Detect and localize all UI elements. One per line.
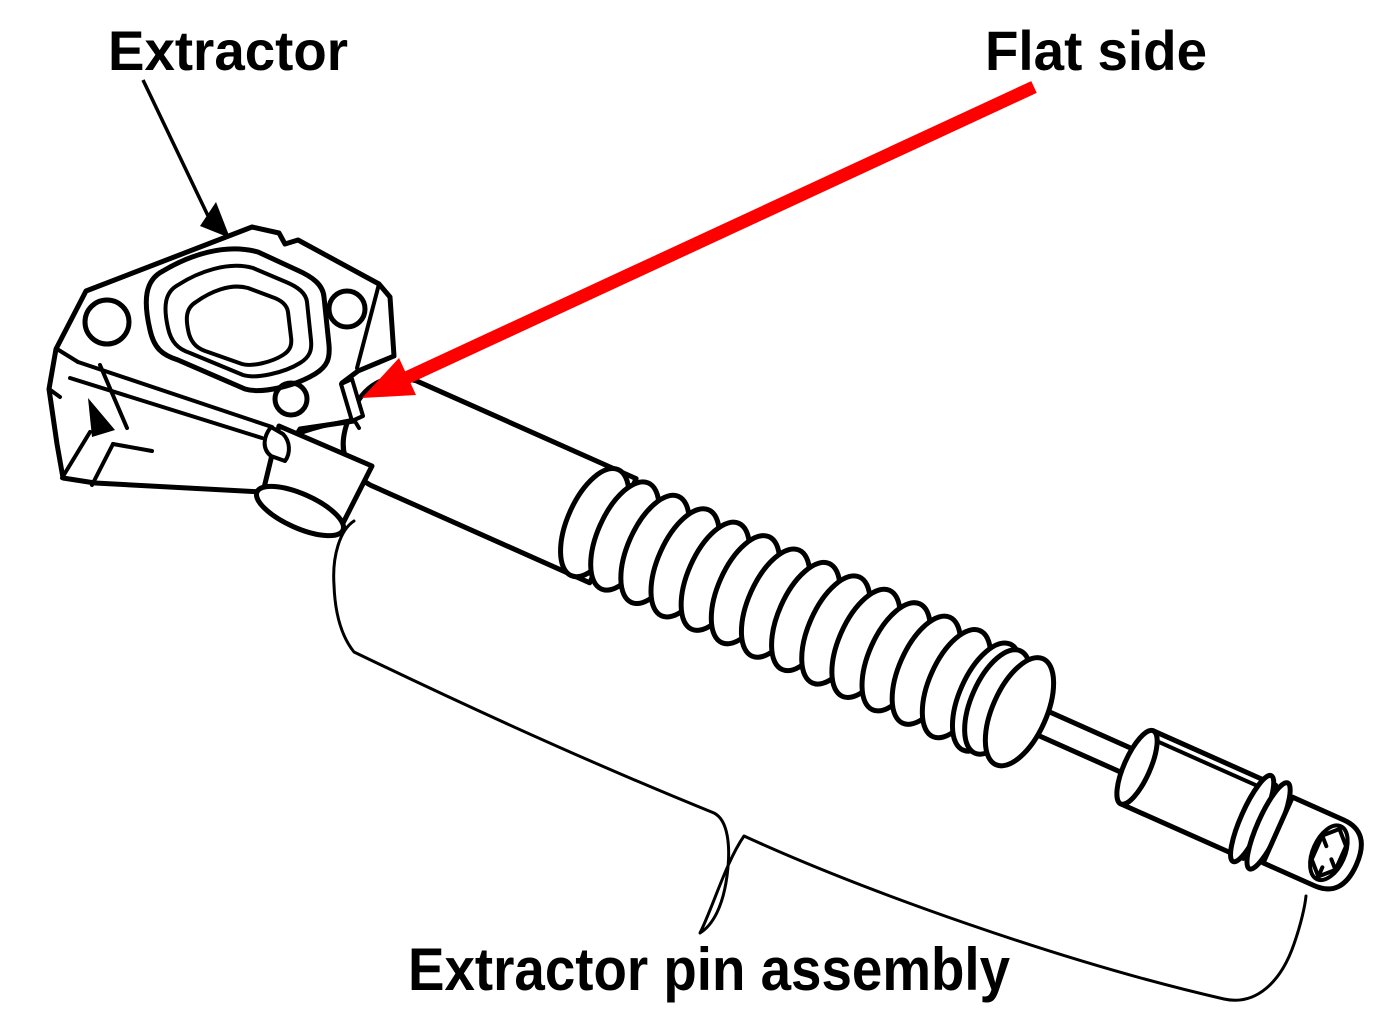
lug-end-face [254,483,346,539]
extractor-hole-bottom [272,380,310,418]
extractor-hole-left [82,297,132,347]
flat-side-arrowhead-icon [362,358,416,398]
insert-end-face [1114,727,1160,807]
flat-side-label: Flat side [985,19,1207,82]
claw-detail-line [60,430,92,480]
extractor-part [46,224,397,539]
hex-facet-line [1320,833,1329,849]
assembly-brace [332,519,1308,1002]
end-cap [1260,794,1364,892]
lug-ear [262,425,291,463]
claw-detail-line [55,347,80,364]
claw-detail-line [90,442,115,487]
pocket-outer-edge [143,246,332,394]
pocket-inner-edge [163,263,314,379]
insert-top-edge [1155,739,1268,792]
spring-end-coils [962,647,1057,769]
extractor-arrowhead-icon [200,202,230,238]
hex-facet-line [1329,857,1338,872]
arm-edge [68,376,264,440]
claw-lip-shadow [88,398,115,437]
extractor-spring [558,465,1024,754]
claw-detail-line [111,442,154,453]
claw-detail-line [98,363,129,430]
flat-side-arrow-line [401,81,1037,385]
hex-facet-line [1316,865,1325,879]
extractor-hole-right [326,288,368,330]
pocket-floor [184,284,294,367]
extractor-callout: Extractor [108,19,348,238]
claw-detail-line [47,387,62,399]
flat-side-notch [339,377,365,423]
extractor-pin-assembly-label: Extractor pin assembly [408,936,1011,1003]
extractor-arrow-line [141,79,212,221]
arm-edge [76,360,274,429]
bevel-facet-line [355,282,381,370]
flat-side-notch-tick [354,421,361,430]
extractor-pin-assembly [340,375,1364,892]
spring-coil [982,655,1057,769]
extractor-label: Extractor [108,19,348,82]
flat-side-callout: Flat side [362,19,1207,398]
assembly-callout: Extractor pin assembly [408,936,1011,1003]
